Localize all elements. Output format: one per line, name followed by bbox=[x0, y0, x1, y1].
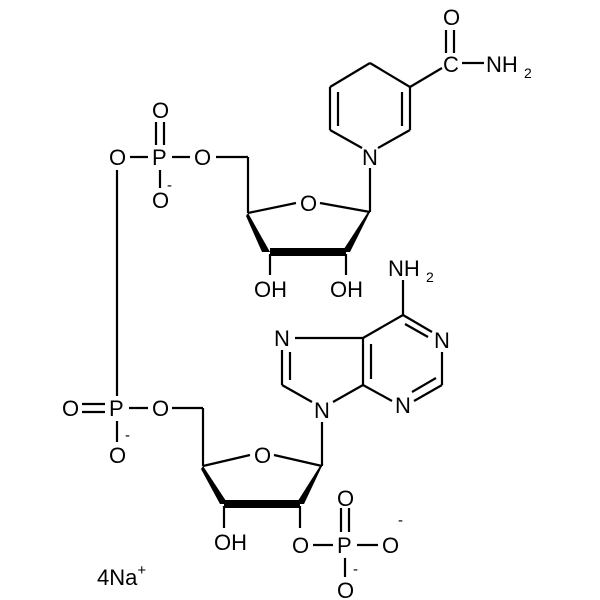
adenine-n1: N bbox=[434, 328, 450, 353]
phosphate-2-phosphorus: P bbox=[337, 533, 352, 558]
lower-phosphate-double-o: O bbox=[62, 396, 79, 421]
phosphate-2-ester-o: O bbox=[292, 533, 309, 558]
bridge-oxygen: O bbox=[109, 145, 126, 170]
lower-phosphate-ester-o: O bbox=[152, 396, 169, 421]
lower-phosphate-anion-o: O bbox=[109, 443, 126, 468]
phosphate-2-charge-bottom: - bbox=[353, 561, 358, 578]
bonds bbox=[82, 30, 484, 577]
adenine-n9: N bbox=[314, 398, 330, 423]
amide-nh: NH bbox=[486, 52, 518, 77]
amide-nh-subscript: 2 bbox=[524, 65, 532, 81]
phosphate-2-charge-right: - bbox=[398, 512, 403, 529]
phosphate-2-anion-o-bottom: O bbox=[337, 578, 354, 600]
upper-ribose-2-oh: OH bbox=[330, 277, 363, 302]
upper-ribose-oxygen: O bbox=[300, 191, 317, 216]
lower-ribose-3-oh: OH bbox=[214, 530, 247, 555]
counterion-label: 4Na+ bbox=[97, 562, 146, 590]
adenine-n3: N bbox=[395, 393, 411, 418]
adenine-n7: N bbox=[274, 326, 290, 351]
lower-phosphorus: P bbox=[109, 396, 124, 421]
upper-phosphate-anion-o: O bbox=[152, 188, 169, 213]
amide-oxygen: O bbox=[443, 5, 460, 30]
lower-ribose-oxygen: O bbox=[254, 443, 271, 468]
upper-phosphate-charge: - bbox=[167, 177, 172, 194]
pyridine-nitrogen: N bbox=[362, 145, 378, 170]
adenine-nh: NH bbox=[388, 256, 420, 281]
phosphate-2-anion-o-right: O bbox=[382, 533, 399, 558]
upper-phosphate-double-o: O bbox=[152, 98, 169, 123]
upper-phosphate-ester-o: O bbox=[194, 145, 211, 170]
phosphate-2-double-o: O bbox=[337, 486, 354, 511]
upper-ribose-3-oh: OH bbox=[254, 277, 287, 302]
adenine-nh-subscript: 2 bbox=[426, 269, 434, 285]
amide-carbon: C bbox=[443, 52, 459, 77]
upper-phosphorus: P bbox=[152, 145, 167, 170]
atom-labels: O C NH 2 N O OH OH O O P O O - NH 2 N N … bbox=[62, 5, 532, 600]
lower-phosphate-charge: - bbox=[125, 427, 130, 444]
